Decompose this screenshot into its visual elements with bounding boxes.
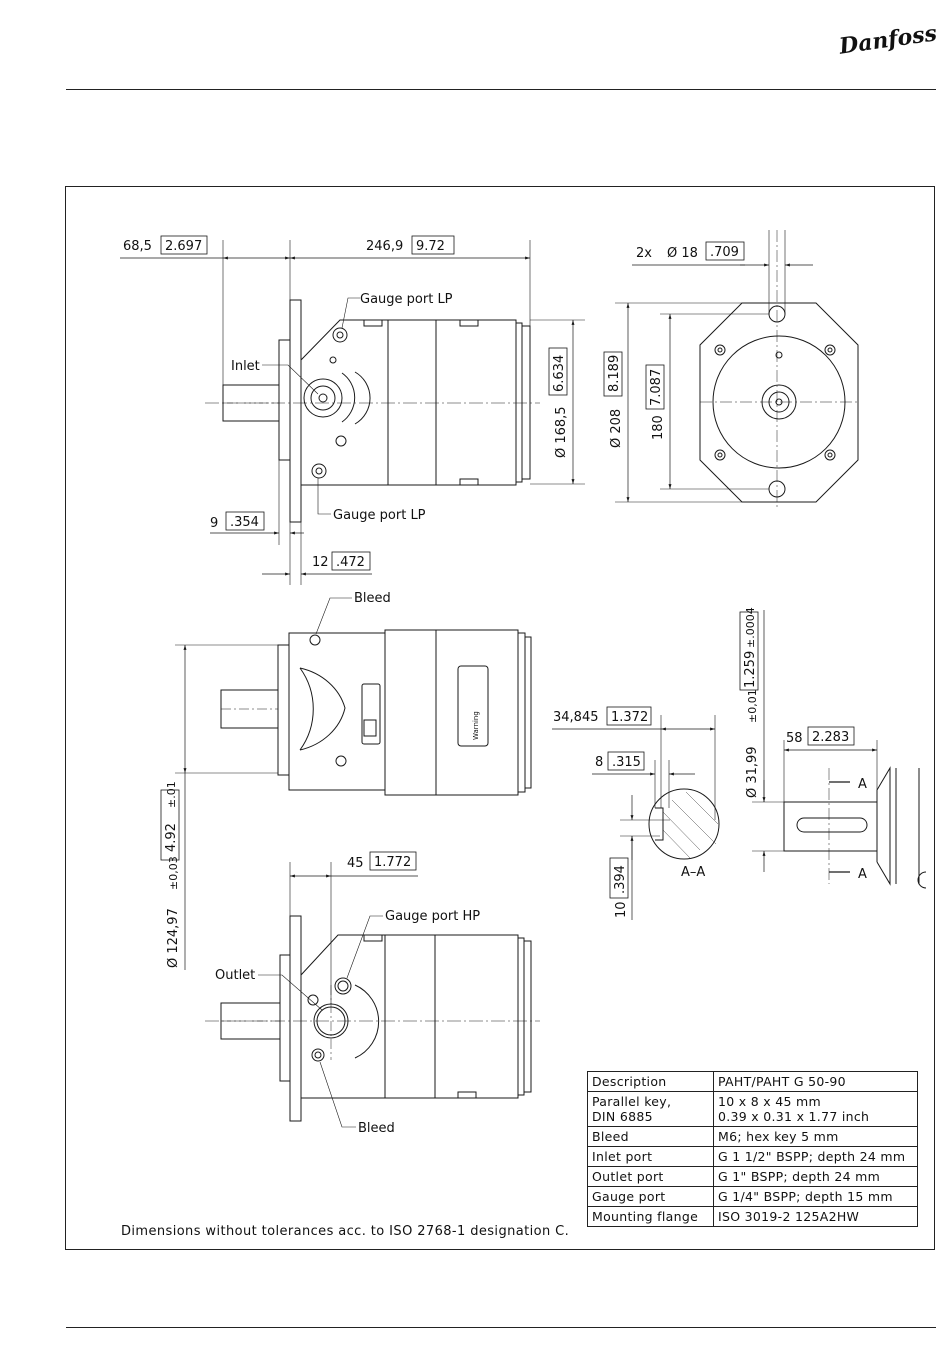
label-gauge-port-lp-top: Gauge port LP — [360, 292, 453, 307]
dim-shaft-tol: ±0,01 — [746, 689, 759, 723]
dim-key-height-in: 1.372 — [611, 710, 648, 725]
dim-pilot-in: 4.92 — [164, 823, 179, 852]
warning-label: Warning — [472, 711, 480, 740]
spec-value: G 1 1/2" BSPP; depth 24 mm — [713, 1146, 918, 1167]
section-view: 34,845 1.372 8 .315 10 .394 A–A — [552, 706, 720, 920]
label-gauge-port-hp: Gauge port HP — [385, 909, 480, 924]
footnote: Dimensions without tolerances acc. to IS… — [121, 1224, 570, 1239]
dim-offset-in: 1.772 — [374, 855, 411, 870]
shaft-view: A A 58 2.283 Ø 31,99 ±0,01 1.259 ±.0004 — [739, 607, 927, 889]
cut-label-top: A — [858, 777, 867, 792]
dim-pilot-in: .472 — [336, 555, 365, 570]
dim-bolt-circle-in: 7.087 — [649, 369, 664, 406]
spec-key: Gauge port — [587, 1186, 714, 1207]
spec-key: Outlet port — [587, 1166, 714, 1187]
dim-key-width: 8 — [595, 755, 603, 770]
spec-key: Mounting flange — [587, 1206, 714, 1227]
dim-flange-in: .354 — [230, 515, 259, 530]
dim-key-depth-in: .394 — [613, 865, 628, 894]
dim-hole-count: 2x — [636, 246, 652, 261]
spec-key: Parallel key, DIN 6885 — [587, 1091, 714, 1127]
spec-value: M6; hex key 5 mm — [713, 1126, 918, 1147]
dim-shaft-in-tol: ±.0004 — [744, 607, 757, 648]
spec-value: G 1/4" BSPP; depth 15 mm — [713, 1186, 918, 1207]
dim-hole-dia-in: .709 — [710, 245, 739, 260]
dim-flange: 9 — [210, 516, 218, 531]
dim-diameter: Ø 168,5 — [554, 406, 569, 458]
danfoss-logo: Danfoss — [837, 20, 939, 60]
label-bleed-side: Bleed — [354, 591, 391, 606]
dim-overhang: 68,5 — [123, 239, 152, 254]
drawing-frame — [65, 186, 935, 1250]
dim-shaft-in: 1.259 — [743, 651, 758, 688]
bottom-view: 45 1.772 Gauge port HP Outlet Bleed — [205, 851, 540, 1136]
spec-key: Description — [587, 1071, 714, 1092]
dim-diameter-in: 6.634 — [552, 355, 567, 392]
dim-overhang-in: 2.697 — [165, 239, 202, 254]
dim-pilot-tol: ±0,03 — [167, 856, 180, 890]
dim-length: 246,9 — [366, 239, 403, 254]
label-bleed-bottom: Bleed — [358, 1121, 395, 1136]
dim-shaft-len: 58 — [786, 731, 803, 746]
dim-pilot: 12 — [312, 555, 329, 570]
label-outlet: Outlet — [215, 968, 255, 983]
dim-outer-dia: Ø 208 — [609, 409, 624, 448]
dim-shaft-dia: Ø 31,99 — [745, 746, 760, 798]
spec-value: PAHT/PAHT G 50-90 — [713, 1071, 918, 1092]
dim-pilot-in-tol: ±.01 — [165, 781, 178, 808]
spec-key: Bleed — [587, 1126, 714, 1147]
side-view: Warning Bleed Ø 124,97 ±0,03 4.92 ±.01 — [160, 591, 532, 970]
flange-view: 2x Ø 18 .709 Ø 208 8.189 180 7.087 — [603, 230, 860, 510]
dim-key-width-in: .315 — [612, 755, 641, 770]
label-gauge-port-lp-bottom: Gauge port LP — [333, 508, 426, 523]
label-inlet: Inlet — [231, 359, 260, 374]
dim-bolt-circle: 180 — [651, 415, 666, 440]
dim-pilot-dia: Ø 124,97 — [166, 908, 181, 968]
spec-value: G 1" BSPP; depth 24 mm — [713, 1166, 918, 1187]
dim-length-in: 9.72 — [416, 239, 445, 254]
section-label: A–A — [681, 865, 705, 880]
dim-shaft-len-in: 2.283 — [812, 730, 849, 745]
dim-hole-dia: Ø 18 — [667, 246, 698, 261]
spec-value: ISO 3019-2 125A2HW — [713, 1206, 918, 1227]
dim-key-height: 34,845 — [553, 710, 599, 725]
cut-label-bottom: A — [858, 867, 867, 882]
dim-outer-dia-in: 8.189 — [607, 355, 622, 392]
header-rule — [66, 89, 936, 90]
top-view: 68,5 2.697 246,9 9.72 Gauge port LP Inle… — [120, 235, 585, 585]
spec-value: 10 x 8 x 45 mm 0.39 x 0.31 x 1.77 inch — [713, 1091, 918, 1127]
footer-rule — [66, 1327, 936, 1328]
dim-offset: 45 — [347, 856, 364, 871]
dim-key-depth: 10 — [614, 901, 629, 918]
spec-key: Inlet port — [587, 1146, 714, 1167]
